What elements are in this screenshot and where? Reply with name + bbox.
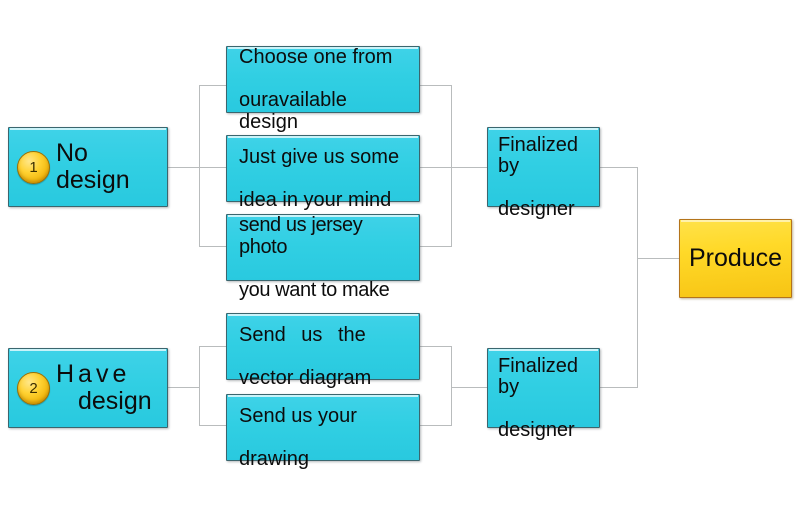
connector-option3-to-merge: [420, 246, 452, 247]
connector-stage2-to-option1: [199, 346, 226, 347]
option-node-send-vector-diagram[interactable]: Send us the vector diagram: [226, 313, 420, 389]
finalized-label: Finalized by designer: [488, 113, 599, 221]
finalized-line-1: Finalized by: [498, 133, 579, 178]
connector-merge-top-to-finalized: [451, 167, 487, 168]
finalized-node-bottom[interactable]: Finalized by designer: [487, 348, 600, 441]
stage-badge-1: 1: [17, 150, 50, 184]
connector-merge-top-spine: [451, 85, 452, 246]
finalized-line-1: Finalized by: [498, 354, 579, 399]
connector-stage2-to-option2: [199, 425, 226, 426]
option-line-1: send us jersey photo: [239, 214, 363, 258]
produce-node[interactable]: Produce: [679, 219, 792, 298]
option-node-share-idea[interactable]: Just give us some idea in your mind: [226, 135, 420, 211]
option-line-2: vector diagram: [239, 367, 372, 390]
option-line-1: Choose one from: [239, 46, 393, 69]
option-node-send-drawing[interactable]: Send us your drawing: [226, 394, 420, 470]
finalized-label: Finalized by designer: [488, 334, 599, 442]
connector-produce-spine: [637, 167, 638, 388]
option-label: send us jersey photo you want to make: [227, 194, 419, 302]
connector-option4-to-merge: [420, 346, 452, 347]
stage-node-have-design[interactable]: 2 Have design: [8, 348, 168, 428]
stage-label-have-design: Have design: [52, 334, 152, 442]
option-line-1: Send us your: [239, 404, 357, 427]
option-label: Send us your drawing: [227, 384, 365, 470]
connector-option1-to-merge: [420, 85, 452, 86]
connector-stage1-trunk: [168, 167, 200, 168]
option-line-2: ouravailable design: [239, 89, 347, 133]
connector-stage2-spine: [199, 346, 200, 426]
connector-stage1-spine: [199, 85, 200, 246]
connector-option2-to-merge: [420, 167, 452, 168]
stage-label-line-2: design: [78, 387, 152, 415]
connector-stage1-to-option1: [199, 85, 226, 86]
option-node-choose-existing-design[interactable]: Choose one from ouravailable design: [226, 46, 420, 133]
option-label: Choose one from ouravailable design: [227, 26, 419, 134]
option-label: Just give us some idea in your mind: [227, 125, 407, 211]
finalized-line-2: designer: [498, 419, 575, 442]
option-line-2: idea in your mind: [239, 189, 392, 212]
stage-badge-2: 2: [17, 371, 50, 405]
connector-finalized-top-to-produce: [600, 167, 638, 168]
connector-finalized-bottom-to-produce: [600, 387, 638, 388]
connector-merge-bottom-to-finalized: [451, 387, 487, 388]
stage-node-no-design[interactable]: 1 No design: [8, 127, 168, 207]
option-line-1: Just give us some: [239, 145, 400, 168]
connector-produce-trunk: [637, 258, 679, 259]
option-line-2: drawing: [239, 448, 310, 471]
connector-option5-to-merge: [420, 425, 452, 426]
finalized-line-2: designer: [498, 198, 575, 221]
connector-stage2-trunk: [168, 387, 200, 388]
option-line-1: Send us the: [239, 323, 366, 346]
finalized-node-top[interactable]: Finalized by designer: [487, 127, 600, 220]
connector-merge-bottom-spine: [451, 346, 452, 426]
stage-label-line-1: Have: [56, 360, 131, 388]
connector-stage1-to-option3: [199, 246, 226, 247]
option-label: Send us the vector diagram: [227, 303, 379, 389]
option-node-send-jersey-photo[interactable]: send us jersey photo you want to make: [226, 214, 420, 301]
produce-label: Produce: [688, 244, 783, 272]
connector-stage1-to-option2: [199, 167, 226, 168]
option-line-2: you want to make: [239, 278, 390, 301]
stage-label-no-design: No design: [56, 139, 130, 194]
